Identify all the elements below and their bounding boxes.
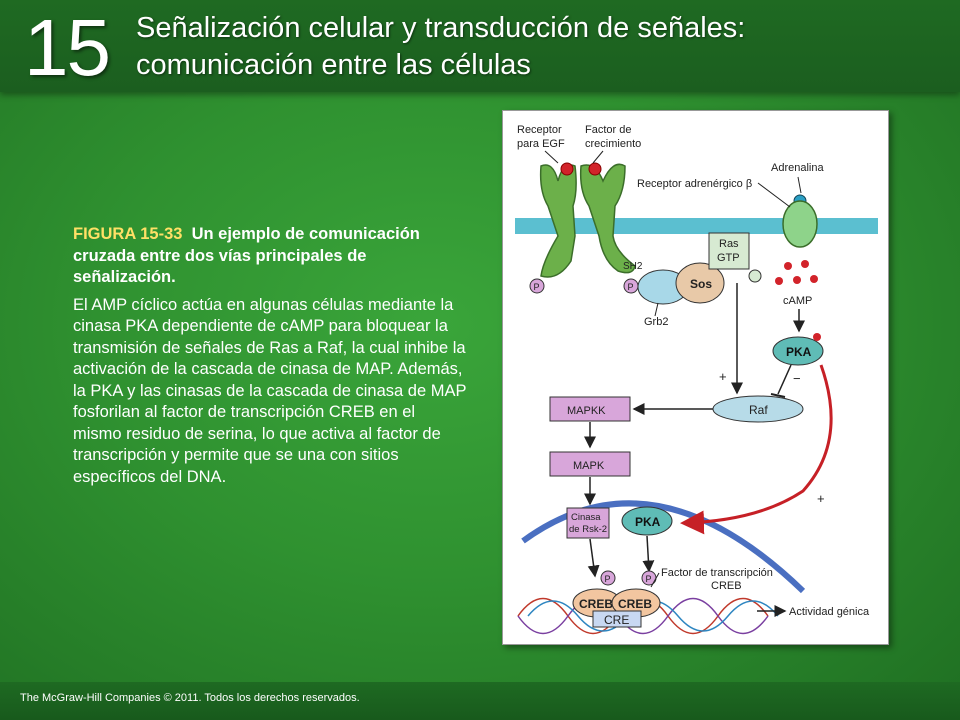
- sos-label: Sos: [690, 277, 712, 291]
- sh2-label: SH2: [623, 261, 643, 272]
- activation-sign: +: [719, 369, 727, 384]
- inhibition-sign: −: [793, 371, 801, 386]
- rsk2-box: [566, 507, 610, 539]
- raf-label: Raf: [749, 403, 768, 417]
- phosphate-label: P: [605, 574, 611, 584]
- gtp-label: GTP: [717, 252, 740, 264]
- slide-title-line2: comunicación entre las células: [136, 49, 531, 81]
- growth-factor-ligand: [588, 162, 602, 176]
- mapkk-label: MAPKK: [567, 405, 606, 417]
- gene-activity-label: Actividad génica: [789, 606, 870, 618]
- copyright-footer: The McGraw-Hill Companies © 2011. Todos …: [20, 692, 360, 704]
- mapk-label: MAPK: [573, 460, 605, 472]
- creb-label: CREB: [618, 597, 652, 611]
- adrenergic-receptor: [782, 200, 818, 248]
- ras-label: Ras: [719, 238, 739, 250]
- growth-factor-ligand: [560, 162, 574, 176]
- phosphate-label: P: [628, 282, 634, 292]
- ras-gtp-protein: [708, 232, 750, 270]
- creb-tf-label: Factor de transcripción: [661, 567, 773, 579]
- adrenaline-label: Adrenalina: [771, 162, 824, 174]
- nuclear-pka-enzyme: [621, 506, 673, 536]
- signaling-diagram: Receptor para EGF Factor de crecimiento …: [515, 124, 878, 635]
- egf-receptor: [539, 163, 636, 278]
- figure-caption: FIGURA 15-33 Un ejemplo de comunicación …: [73, 224, 468, 494]
- nuclear-pka-label: PKA: [635, 515, 661, 529]
- egf-receptor-label: Receptor: [517, 124, 562, 136]
- phosphate-icon: [600, 570, 616, 586]
- phosphate-icon: [529, 278, 545, 294]
- chapter-number: 15: [24, 3, 111, 92]
- growth-factor-label: Factor de: [585, 124, 631, 136]
- camp-molecules: [775, 260, 818, 285]
- adrenergic-receptor-label: Receptor adrenérgico β: [637, 178, 752, 190]
- camp-label: cAMP: [783, 295, 812, 307]
- phosphate-label: P: [646, 574, 652, 584]
- sos-protein: [675, 262, 725, 304]
- creb-label: CREB: [579, 597, 613, 611]
- figure-body: El AMP cíclico actúa en algunas células …: [73, 295, 467, 486]
- cre-element: [592, 610, 642, 628]
- slide-title-line1: Señalización celular y transducción de s…: [136, 12, 746, 44]
- rsk2-label: Cinasa: [571, 512, 601, 523]
- cre-label: CRE: [604, 613, 629, 627]
- pka-label: PKA: [786, 345, 812, 359]
- mapk-box: [549, 451, 631, 477]
- creb-tf-label: CREB: [711, 580, 742, 592]
- growth-factor-label: crecimiento: [585, 138, 641, 150]
- figure-panel: Receptor para EGF Factor de crecimiento …: [502, 110, 889, 645]
- nuclear-envelope: [521, 500, 806, 594]
- rsk2-label: de Rsk-2: [569, 524, 607, 535]
- figure-title: Un ejemplo de comunicación cruzada entre…: [73, 225, 420, 286]
- activation-sign: +: [817, 491, 825, 506]
- pka-translocation-arrow: [680, 364, 833, 535]
- egf-receptor-label: para EGF: [517, 138, 565, 150]
- figure-label: FIGURA 15-33: [73, 225, 183, 243]
- slide-title: Señalización celular y transducción de s…: [136, 10, 936, 84]
- phosphate-label: P: [534, 282, 540, 292]
- pka-enzyme: [772, 336, 824, 366]
- mapkk-box: [549, 396, 631, 422]
- header-bar: 15 Señalización celular y transducción d…: [0, 0, 960, 92]
- grb2-label: Grb2: [644, 316, 668, 328]
- footer-bar: [0, 682, 960, 720]
